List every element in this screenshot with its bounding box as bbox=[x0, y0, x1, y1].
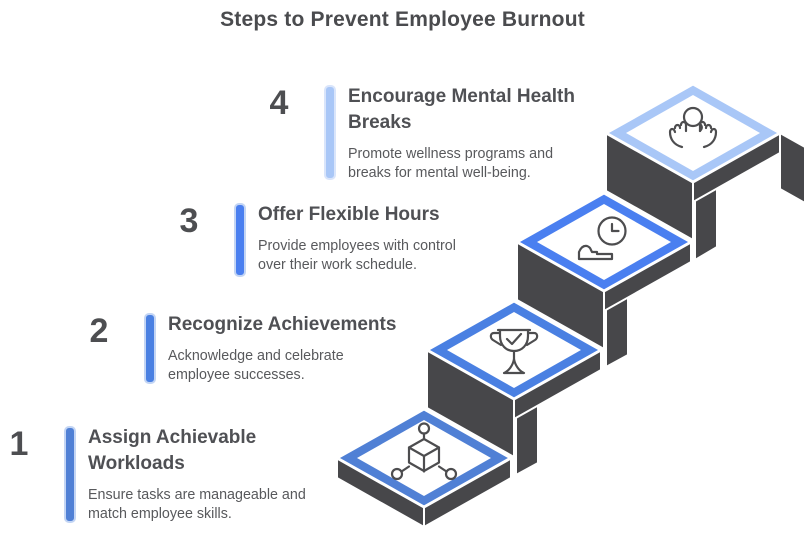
step-accent-bar bbox=[144, 313, 156, 384]
step-row-3: 3 Offer Flexible Hours Provide employees… bbox=[170, 202, 528, 277]
stair-step-3 bbox=[515, 191, 693, 368]
step-row-1: 1 Assign Achievable Workloads Ensure tas… bbox=[0, 425, 358, 523]
step-accent-bar bbox=[234, 203, 246, 277]
stair-step-1 bbox=[335, 407, 513, 528]
stair-step-2 bbox=[425, 299, 603, 476]
stair-platform-top bbox=[626, 95, 760, 171]
step-number: 4 bbox=[269, 84, 289, 122]
step-title: Offer Flexible Hours bbox=[258, 204, 440, 225]
step-title: Assign Achievable Workloads bbox=[88, 427, 257, 474]
step-title: Encourage Mental Health Breaks bbox=[348, 86, 575, 133]
step-title: Recognize Achievements bbox=[168, 314, 397, 335]
step-number: 2 bbox=[89, 312, 109, 350]
step-accent-bar bbox=[64, 426, 76, 523]
step-number: 1 bbox=[9, 425, 29, 463]
step-row-2: 2 Recognize Achievements Acknowledge and… bbox=[80, 312, 438, 384]
hands-care-icon bbox=[668, 106, 718, 149]
step-description: Acknowledge and celebrate employee succe… bbox=[168, 348, 344, 383]
step-row-4: 4 Encourage Mental Health Breaks Promote… bbox=[260, 84, 618, 182]
cube-network-icon bbox=[390, 422, 458, 481]
step-number: 3 bbox=[179, 202, 199, 240]
stair-step-4 bbox=[604, 82, 805, 261]
step-accent-bar bbox=[324, 85, 336, 180]
stair-end-face bbox=[779, 132, 805, 204]
page-title: Steps to Prevent Employee Burnout bbox=[220, 8, 585, 31]
step-description: Promote wellness programs and breaks for… bbox=[348, 146, 554, 181]
step-description: Provide employees with control over thei… bbox=[258, 238, 456, 273]
step-description: Ensure tasks are manageable and match em… bbox=[88, 487, 306, 522]
clock-hand-icon bbox=[577, 216, 627, 261]
trophy-check-icon bbox=[489, 328, 539, 375]
